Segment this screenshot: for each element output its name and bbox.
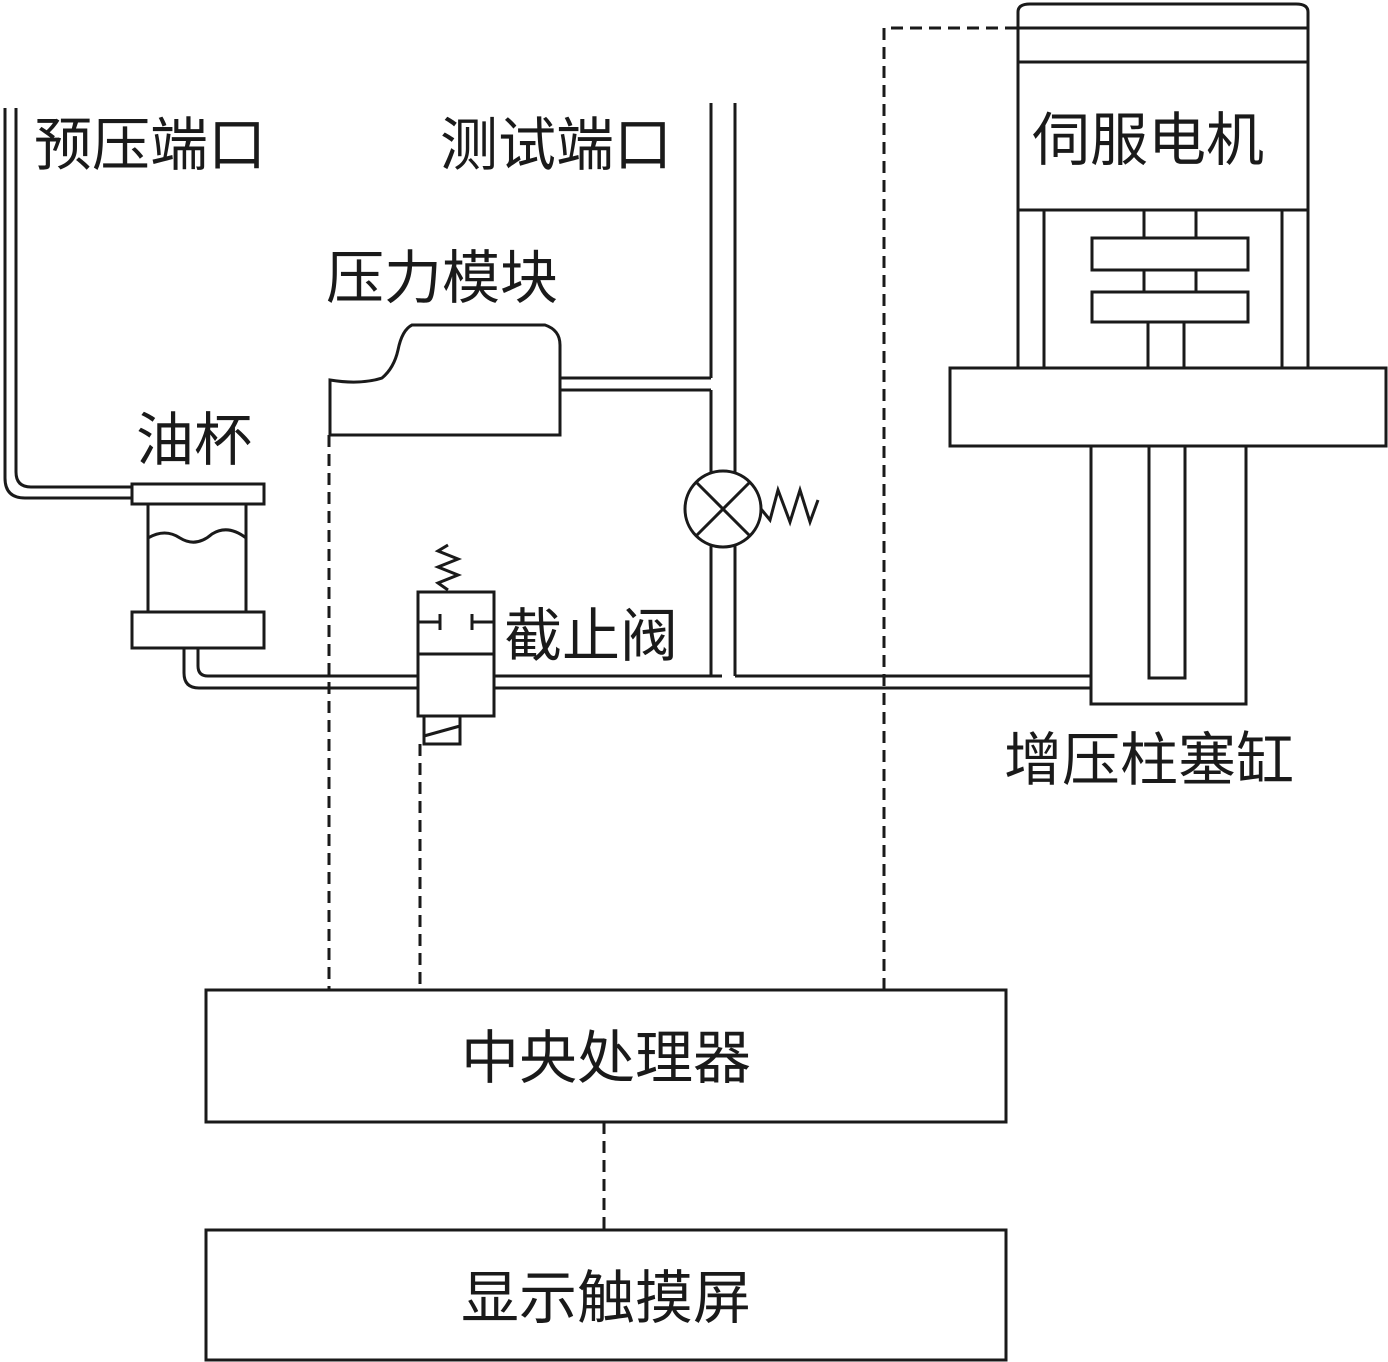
cpu-box <box>204 988 1008 1124</box>
mounting-plate <box>948 366 1388 448</box>
pressure-module-label: 压力模块 <box>326 244 558 312</box>
booster-cylinder <box>1089 444 1248 706</box>
preload-port-label: 预压端口 <box>34 111 266 179</box>
stop-valve <box>416 543 496 746</box>
oil-cup-outlet-pipe <box>182 648 418 690</box>
test-port-label: 测试端口 <box>440 111 672 179</box>
stop-valve-label: 截止阀 <box>504 602 678 670</box>
test-port-pipe <box>709 103 737 676</box>
oil-cup-label: 油杯 <box>136 406 252 474</box>
touch-screen-box <box>204 1228 1008 1362</box>
oil-cup <box>130 482 266 650</box>
booster-cylinder-label: 增压柱塞缸 <box>1004 726 1294 794</box>
signal-lines <box>327 26 1018 1230</box>
servo-motor <box>1016 2 1310 368</box>
pressure-module <box>328 323 711 437</box>
cpu-label: 中央处理器 <box>461 1024 751 1092</box>
preload-port-pipe <box>3 108 132 500</box>
touch-screen-label: 显示触摸屏 <box>461 1264 751 1332</box>
relief-valve <box>683 469 820 549</box>
servo-motor-label: 伺服电机 <box>1032 106 1264 174</box>
main-pressure-pipe <box>494 674 1091 690</box>
